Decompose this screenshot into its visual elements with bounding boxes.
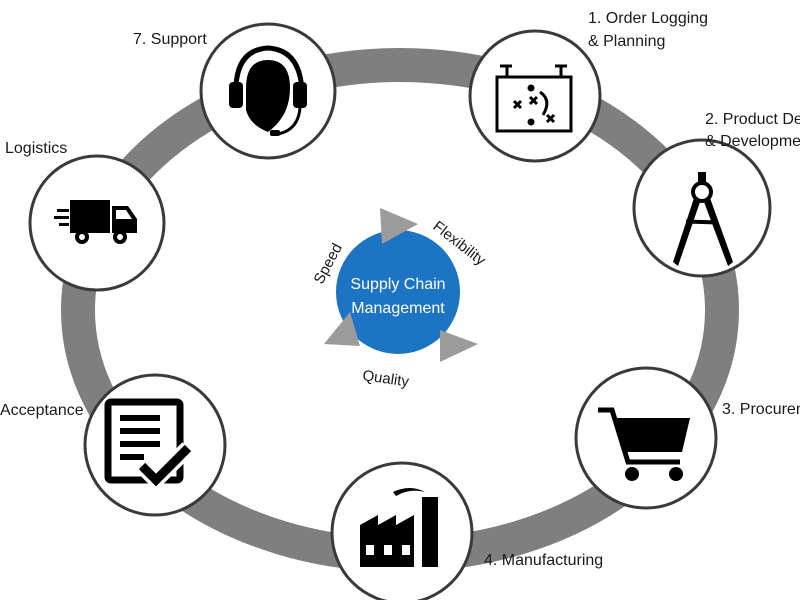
stage-node-product-design (632, 138, 772, 278)
stage-label-order-logging-line1: 1. Order Logging (588, 10, 709, 27)
stage-label-acceptance: Acceptance (0, 402, 84, 419)
central-circle (336, 230, 460, 354)
central-hub: Supply Chain Management Speed Flexibilit… (311, 208, 489, 391)
cycle-arrow-right (440, 330, 478, 362)
cycle-arrow-left (324, 312, 360, 346)
central-title-line1: Supply Chain (350, 276, 445, 293)
strategy-board-icon (495, 64, 573, 133)
headset-icon (229, 45, 307, 136)
stage-label-procurement: 3. Procurem (722, 401, 800, 418)
stage-node-support (199, 22, 337, 160)
drafting-compass-icon (673, 172, 733, 266)
stage-label-product-design-line1: 2. Product De (705, 111, 800, 128)
stage-node-acceptance (83, 373, 227, 517)
checklist-document-icon (104, 398, 194, 492)
attribute-quality: Quality (361, 367, 410, 390)
stage-label-logistics: Logistics (5, 140, 68, 157)
stage-label-manufacturing: 4. Manufacturing (484, 552, 604, 569)
stage-node-procurement (574, 366, 718, 510)
stage-node-manufacturing (330, 461, 474, 605)
stage-node-logistics (28, 154, 166, 292)
stage-node-order-logging (468, 29, 602, 163)
shopping-cart-icon (598, 407, 690, 481)
stage-label-product-design-line2: & Developme (705, 133, 800, 150)
factory-icon (360, 488, 438, 567)
delivery-truck-icon (54, 200, 137, 244)
central-title-line2: Management (351, 300, 445, 317)
stage-label-order-logging-line2: & Planning (588, 33, 666, 50)
stage-label-support: 7. Support (133, 31, 207, 48)
cycle-arrow-top (380, 208, 418, 244)
